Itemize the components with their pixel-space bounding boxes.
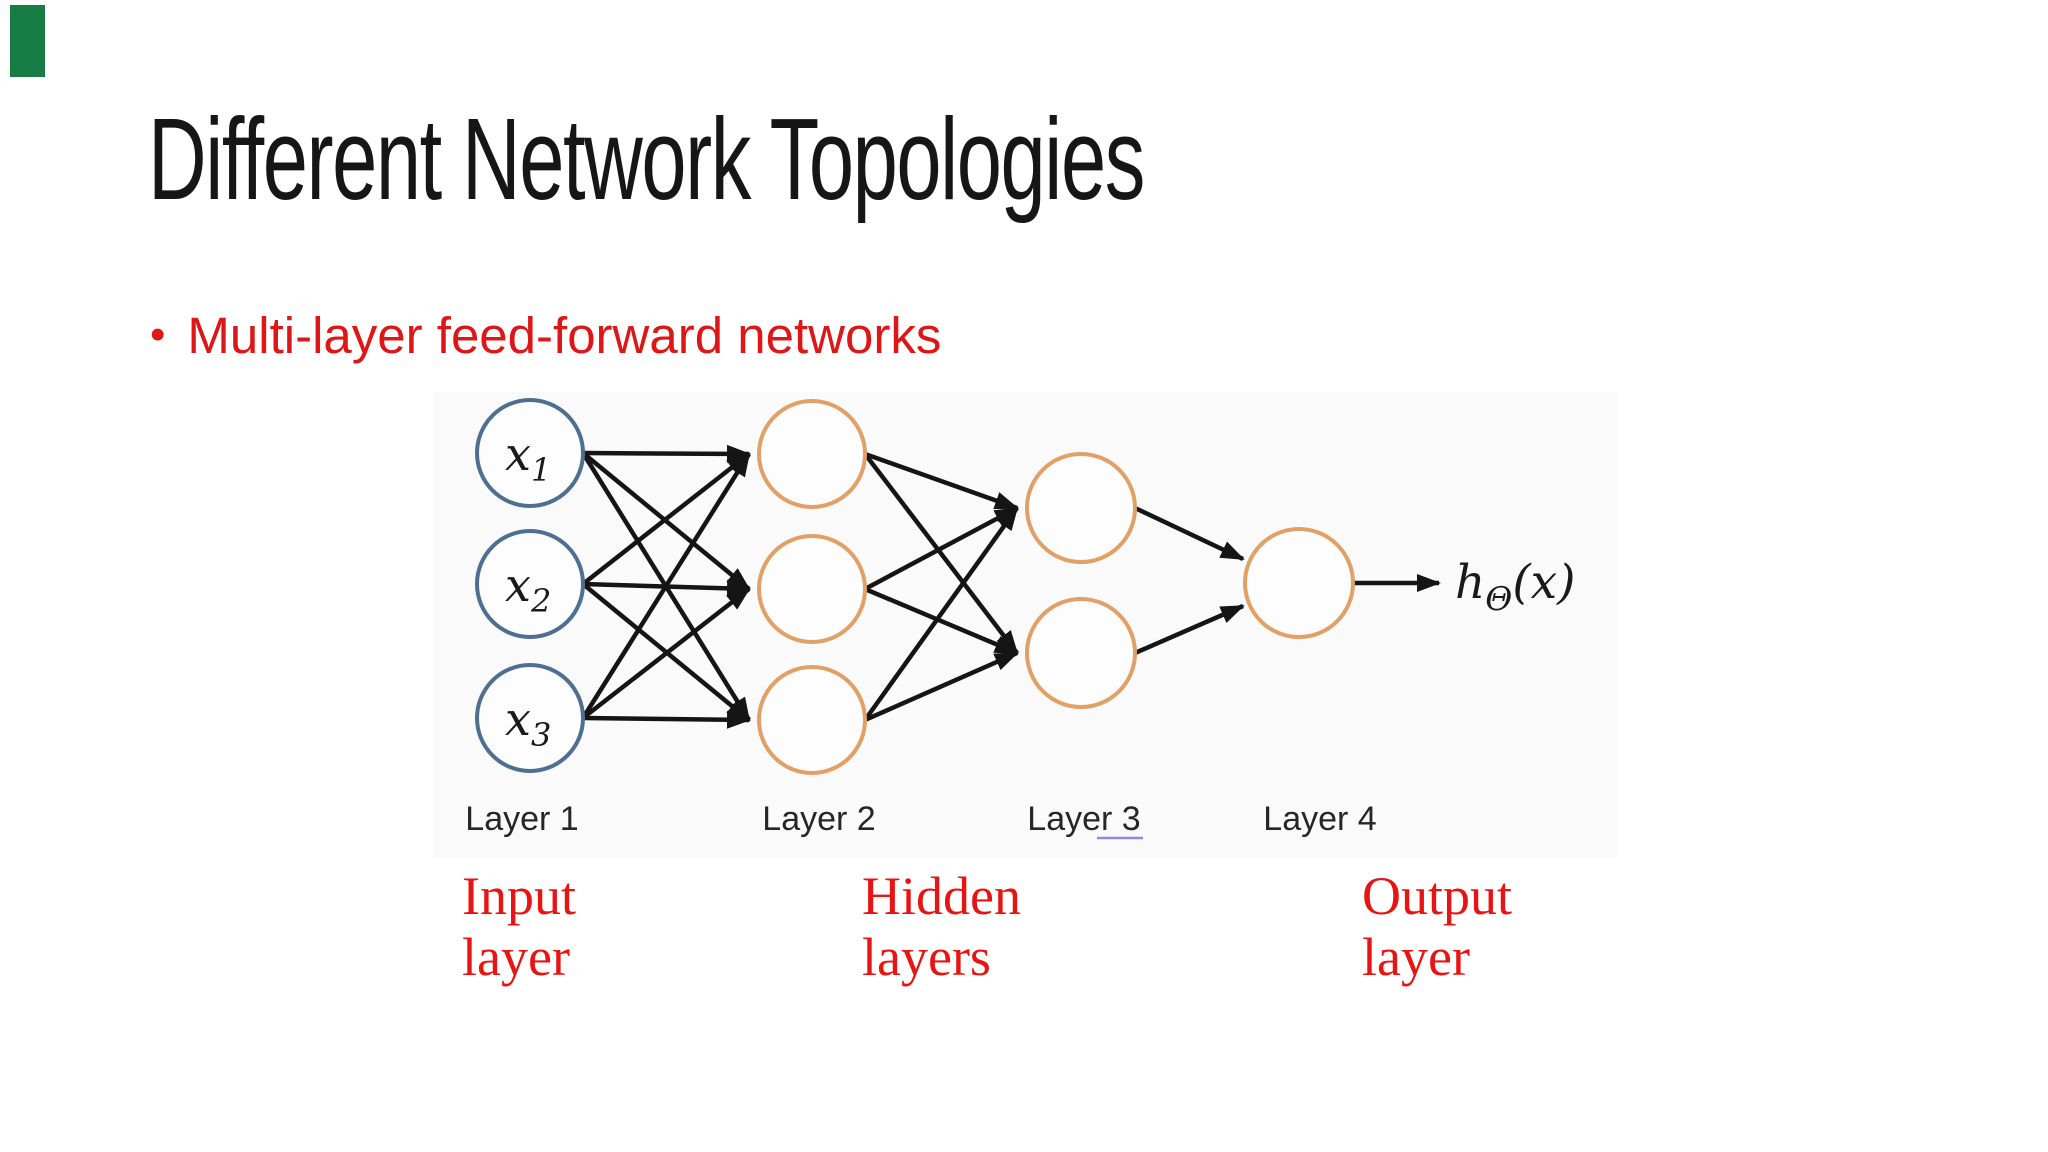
diagram-background	[433, 392, 1617, 858]
output-function-label: hΘ(x)	[1455, 555, 1576, 618]
hidden-node	[1025, 597, 1137, 709]
annotation-input-layer: Input layer	[462, 866, 576, 988]
annotation-output-layer: Output layer	[1362, 866, 1512, 988]
hidden-layer3-nodes	[1025, 452, 1137, 709]
annotation-line: layers	[862, 927, 991, 987]
hidden-node	[757, 665, 867, 775]
hidden-node	[757, 534, 867, 644]
input-nodes	[475, 398, 585, 773]
input-node-label-x2: x2	[505, 558, 551, 620]
edges-layer2-layer3	[863, 451, 1019, 723]
layer4-caption: Layer 4	[1263, 800, 1376, 838]
annotation-line: Input	[462, 866, 576, 926]
annotation-line: layer	[462, 927, 570, 987]
page-title: Different Network Topologies	[148, 94, 1145, 224]
hidden-node	[757, 399, 867, 509]
input-node-x1	[475, 398, 585, 508]
output-node	[1243, 527, 1355, 639]
edges-layer1-layer2	[581, 444, 751, 729]
annotation-line: Output	[1362, 866, 1513, 926]
bullet-item: • Multi-layer feed-forward networks	[150, 306, 941, 365]
bullet-text: Multi-layer feed-forward networks	[187, 307, 942, 364]
network-diagram: x1 x2 x3 hΘ(x) Layer 1 Layer 2 Layer 3 L…	[433, 392, 1617, 858]
annotation-line: layer	[1362, 927, 1470, 987]
input-node-x3	[475, 663, 585, 773]
bullet-icon: •	[150, 310, 166, 359]
green-corner-marker	[10, 5, 45, 77]
annotation-line: Hidden	[862, 866, 1021, 926]
hidden-node	[1025, 452, 1137, 564]
input-node-label-x3: x3	[505, 692, 551, 754]
input-node-label-x1: x1	[505, 427, 551, 489]
layer3-caption: Layer 3	[1027, 800, 1140, 838]
input-node-x2	[475, 529, 585, 639]
edges-layer3-layer4	[1134, 505, 1245, 656]
hidden-layer2-nodes	[757, 399, 867, 775]
layer2-caption: Layer 2	[762, 800, 875, 838]
layer1-caption: Layer 1	[465, 800, 578, 838]
annotation-hidden-layers: Hidden layers	[862, 866, 1021, 988]
